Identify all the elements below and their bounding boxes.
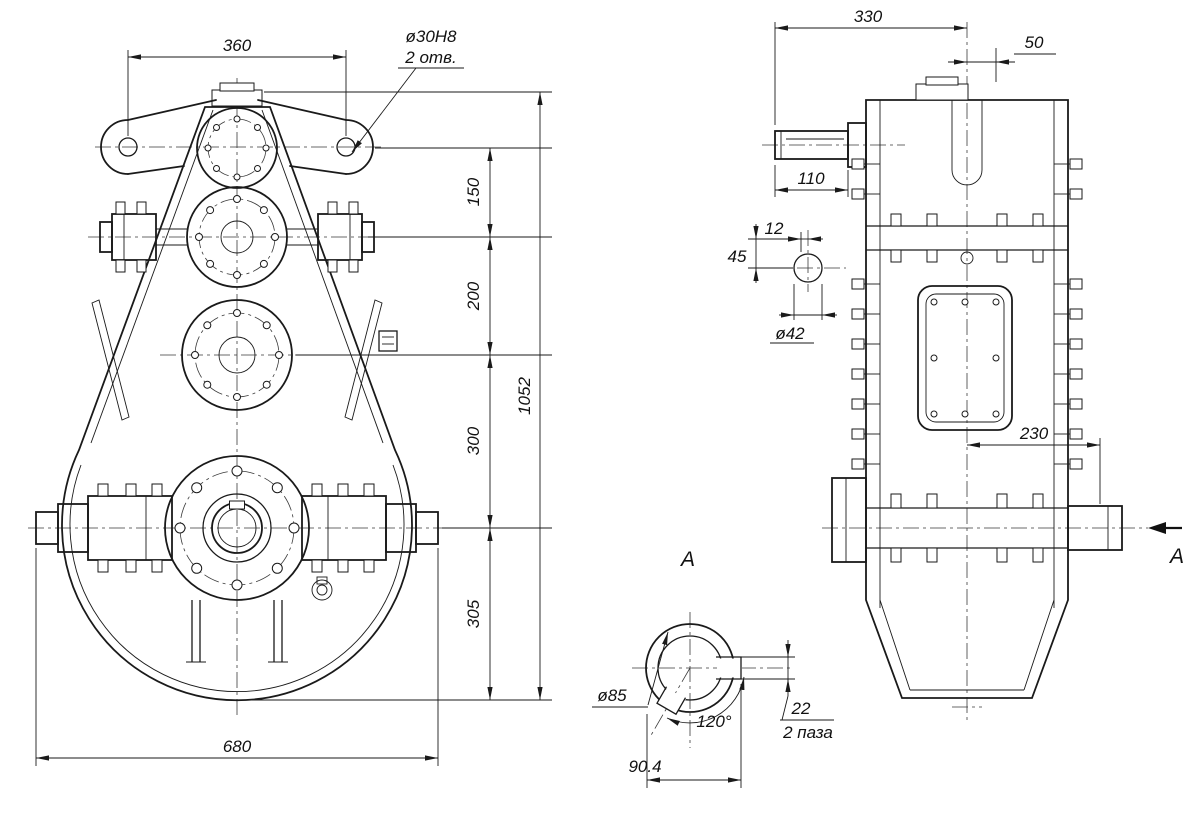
dim-904: 90.4 bbox=[628, 757, 661, 776]
bottom-ribs bbox=[186, 600, 288, 663]
shaft2-left-bracket bbox=[99, 201, 188, 273]
front-view: 360 ø30H8 2 отв. 150 200 300 305 1052 68… bbox=[28, 27, 552, 766]
oil-plug bbox=[378, 330, 398, 352]
keyway-right bbox=[716, 656, 742, 680]
bearing-cover-1 bbox=[196, 107, 278, 189]
dim-1052: 1052 bbox=[515, 377, 534, 415]
left-bearing-bump bbox=[831, 477, 867, 563]
flange-band-lower bbox=[866, 493, 1068, 563]
left-ear bbox=[100, 99, 217, 175]
note-hole-dia: ø30H8 bbox=[405, 27, 457, 46]
dim-200: 200 bbox=[464, 281, 483, 311]
dim-330: 330 bbox=[854, 7, 883, 26]
shaft4-left-bracket bbox=[35, 483, 173, 573]
dim-50: 50 bbox=[1025, 33, 1044, 52]
front-dimensions: 360 ø30H8 2 отв. 150 200 300 305 1052 68… bbox=[35, 27, 552, 766]
bearing-cover-4 bbox=[164, 455, 310, 601]
dim-230: 230 bbox=[1019, 424, 1049, 443]
section-label-left: А bbox=[679, 548, 695, 571]
dim-680: 680 bbox=[223, 737, 252, 756]
side-dimensions: 330 50 110 12 45 ø42 bbox=[679, 7, 1184, 571]
dim-85: ø85 bbox=[597, 686, 627, 705]
dim-360: 360 bbox=[223, 36, 252, 55]
breather-slot bbox=[951, 100, 983, 186]
bearing-cover-3 bbox=[181, 299, 293, 411]
side-body bbox=[865, 99, 1069, 699]
dim-22: 22 bbox=[791, 699, 811, 718]
shaft4-right-bracket bbox=[301, 483, 439, 573]
dim-120: 120° bbox=[696, 712, 731, 731]
note-keyways: 2 паза bbox=[782, 723, 833, 742]
keyway-lower-left bbox=[656, 686, 687, 716]
drain-eye bbox=[311, 576, 333, 601]
dim-300: 300 bbox=[464, 426, 483, 455]
boss-detail bbox=[793, 253, 823, 283]
dim-12: 12 bbox=[765, 219, 784, 238]
section-arrow bbox=[1148, 522, 1166, 534]
output-shaft bbox=[1067, 505, 1123, 551]
left-rib-strip bbox=[91, 299, 130, 421]
side-bolts-left bbox=[851, 158, 880, 470]
bearing-cover-2 bbox=[186, 186, 288, 288]
side-centerlines bbox=[762, 22, 1148, 722]
top-cap-upper bbox=[219, 82, 255, 92]
right-ear bbox=[257, 99, 374, 175]
dim-150: 150 bbox=[464, 177, 483, 206]
right-rib-strip bbox=[344, 299, 383, 421]
dim-45: 45 bbox=[728, 247, 747, 266]
dim-305: 305 bbox=[464, 599, 483, 628]
flange-band-upper bbox=[866, 213, 1068, 265]
shaft-section-detail: ø85 22 2 паза 120° 90.4 bbox=[592, 612, 834, 788]
note-hole-qty: 2 отв. bbox=[404, 48, 456, 67]
side-bolts-right bbox=[1054, 158, 1083, 470]
section-label-right: А bbox=[1168, 545, 1184, 568]
side-view: 330 50 110 12 45 ø42 bbox=[679, 7, 1184, 722]
breather-cap-top bbox=[925, 76, 959, 86]
dim-110: 110 bbox=[797, 169, 825, 188]
breather-cap bbox=[915, 83, 969, 101]
top-cap bbox=[211, 89, 263, 107]
detail-dimensions: ø85 22 2 паза 120° 90.4 bbox=[592, 631, 834, 788]
dim-42: ø42 bbox=[775, 324, 805, 343]
inspection-cover bbox=[917, 285, 1013, 431]
